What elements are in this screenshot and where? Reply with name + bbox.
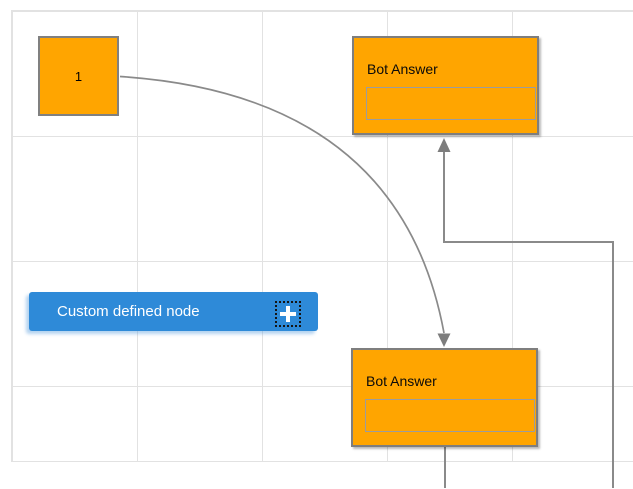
custom-node-label: Custom defined node xyxy=(57,303,200,320)
connector-orthogonal[interactable] xyxy=(443,152,614,488)
connector-curve[interactable] xyxy=(119,75,445,334)
arrowhead-up-icon xyxy=(437,138,451,152)
bot-answer-input[interactable] xyxy=(366,87,536,120)
arrowhead-down-icon xyxy=(437,333,451,347)
custom-node-button[interactable]: Custom defined node xyxy=(29,292,318,331)
bot-answer-node-top[interactable]: Bot Answer xyxy=(352,36,539,135)
source-node[interactable]: 1 xyxy=(38,36,119,116)
bot-answer-title: Bot Answer xyxy=(366,373,437,389)
add-node-button[interactable] xyxy=(275,301,301,327)
bot-answer-title: Bot Answer xyxy=(367,61,438,77)
bot-answer-input[interactable] xyxy=(365,399,535,432)
bot-answer-node-bottom[interactable]: Bot Answer xyxy=(351,348,538,447)
source-node-label: 1 xyxy=(74,68,83,84)
plus-icon xyxy=(286,306,290,322)
